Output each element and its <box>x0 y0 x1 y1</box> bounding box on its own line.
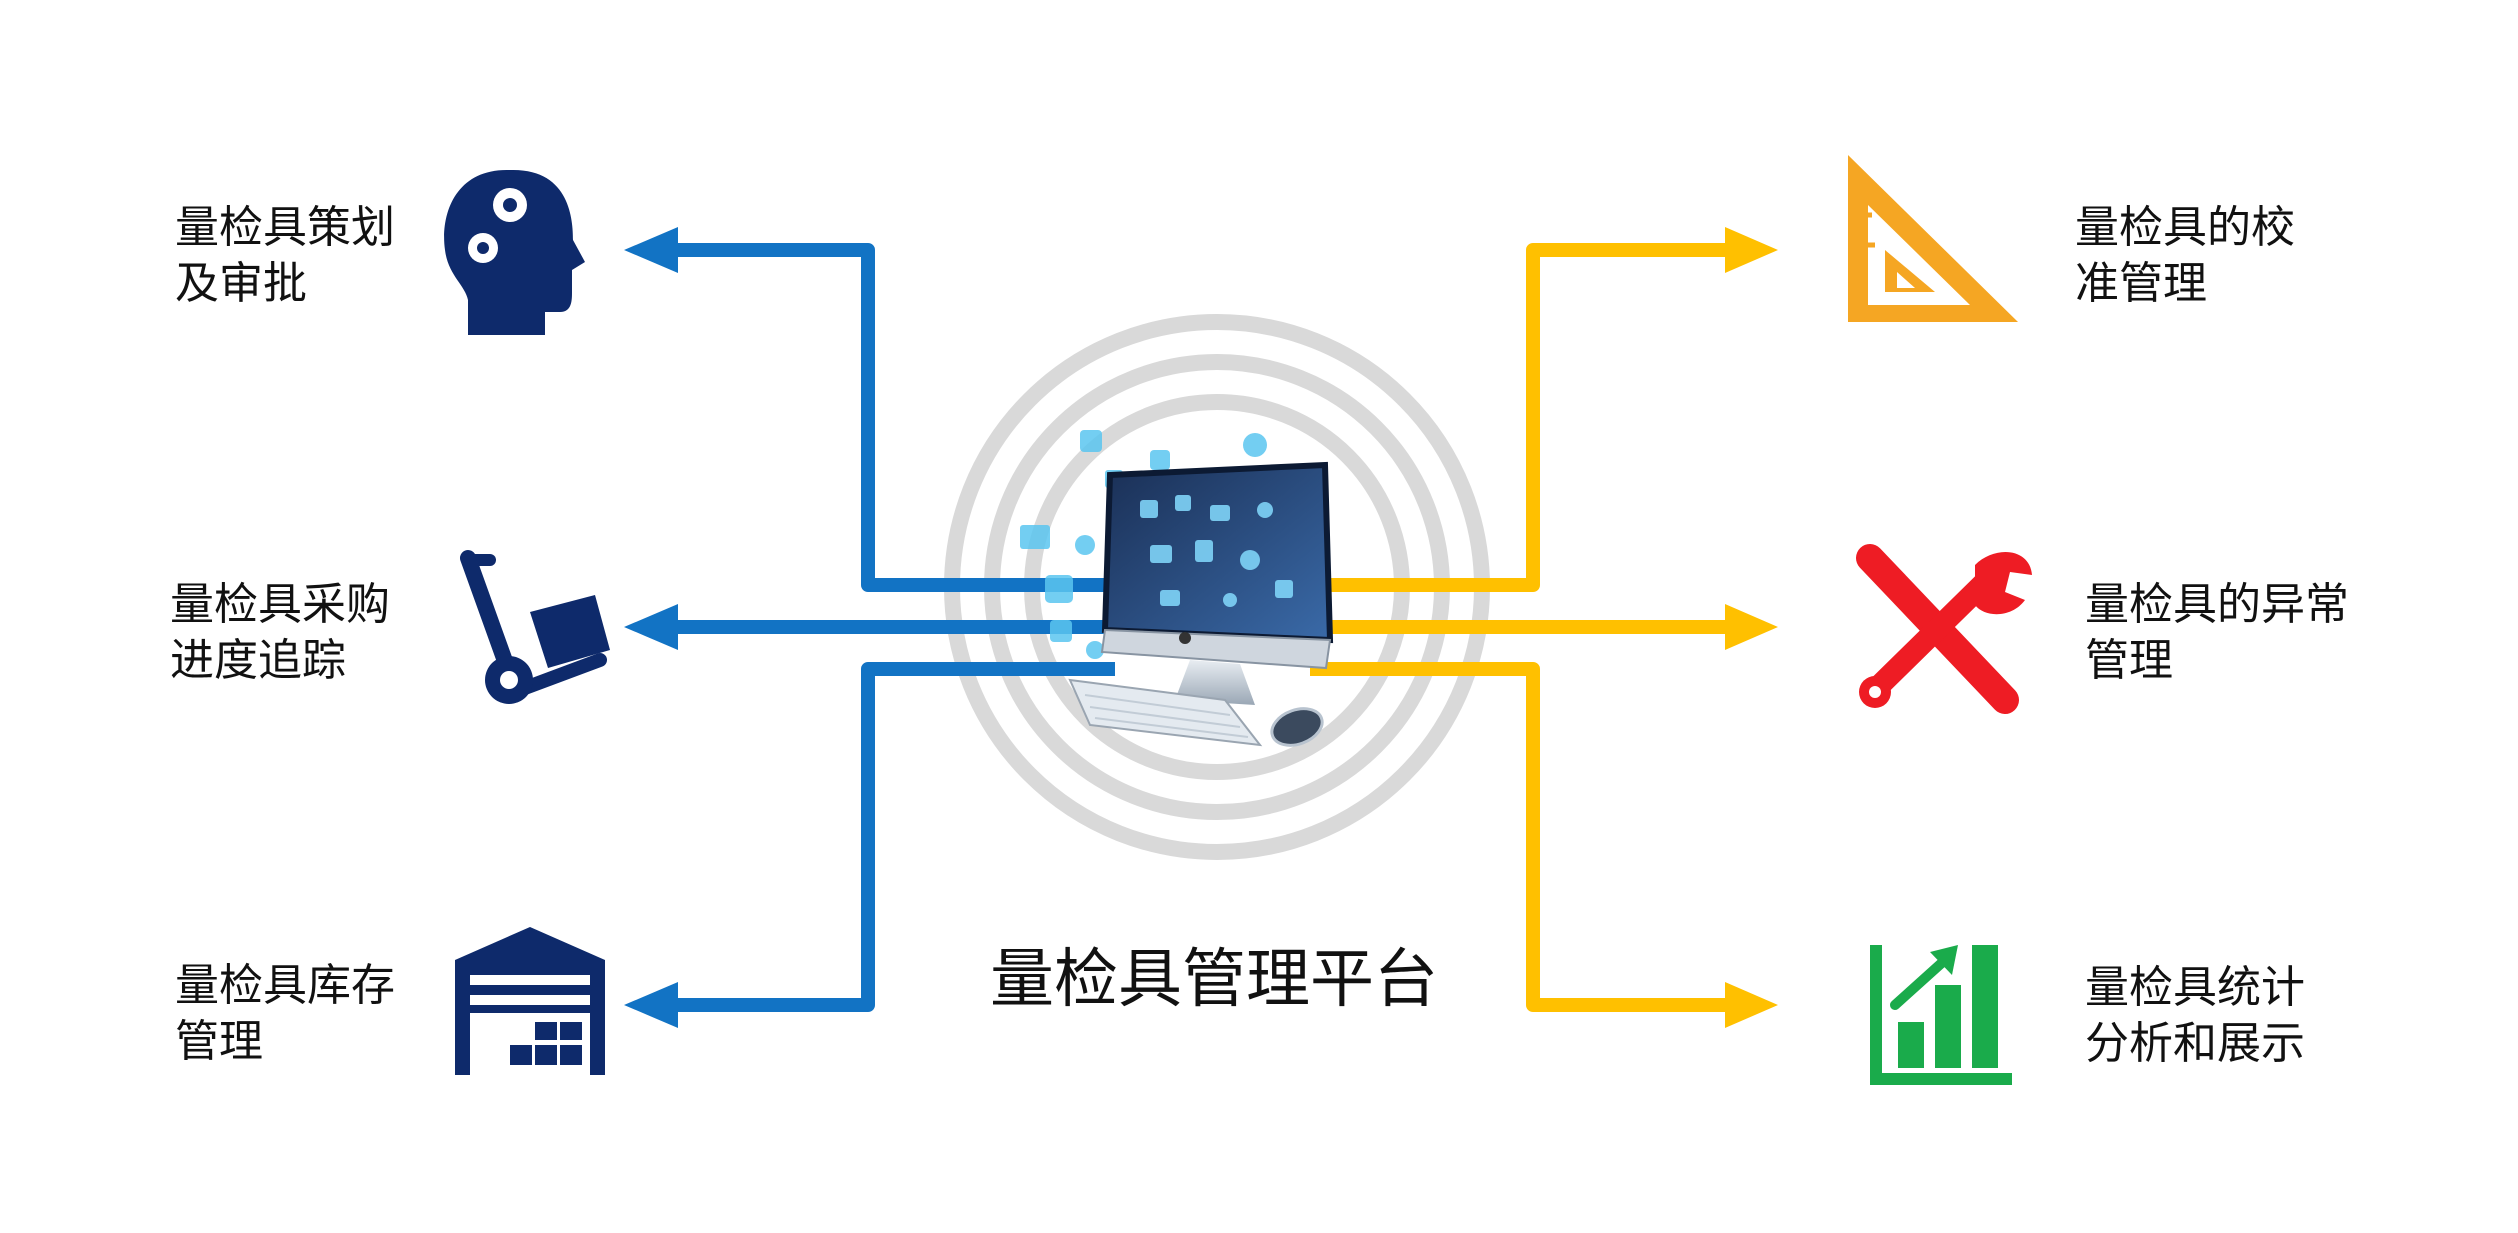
right-arrows <box>1310 243 1730 1012</box>
hand-truck-icon <box>460 550 610 704</box>
label-inventory-management: 量检具库存 管理 <box>175 958 395 1070</box>
arrowhead-purchase <box>624 604 678 650</box>
label-line: 管理 <box>2085 635 2173 686</box>
label-line: 量检具的异常 <box>2085 579 2349 630</box>
arrow-to-statistics <box>1310 662 1730 1012</box>
arrowhead-inventory <box>624 982 678 1028</box>
triangle-ruler-icon <box>1848 155 2018 322</box>
warehouse-icon <box>455 927 605 1075</box>
arrowhead-statistics <box>1725 982 1778 1028</box>
arrowhead-planning <box>624 227 678 273</box>
head-gears-icon <box>444 169 585 335</box>
keyboard <box>1068 678 1263 747</box>
arrowhead-calibration <box>1725 227 1778 273</box>
computer-illustration <box>1020 430 1334 747</box>
label-anomaly-management: 量检具的异常 管理 <box>2085 577 2349 689</box>
label-line: 量检具的校 <box>2075 202 2295 253</box>
label-line: 量检具库存 <box>175 960 395 1011</box>
label-line: 管理 <box>175 1016 263 1067</box>
label-line: 进度追踪 <box>170 635 346 686</box>
left-arrows <box>675 243 1115 1012</box>
label-line: 量检具策划 <box>175 202 395 253</box>
label-line: 量检具统计 <box>2085 962 2305 1013</box>
label-line: 及审批 <box>175 258 307 309</box>
growth-chart-icon <box>1870 945 2012 1085</box>
label-line: 分析和展示 <box>2085 1018 2305 1069</box>
wrench-screwdriver-icon <box>1856 544 2032 714</box>
platform-title: 量检具管理平台 <box>990 943 1438 1017</box>
label-purchase-tracking: 量检具采购 进度追踪 <box>170 577 390 689</box>
arrowhead-anomaly <box>1725 604 1778 650</box>
monitor-screen <box>1101 461 1334 644</box>
label-statistics-display: 量检具统计 分析和展示 <box>2085 960 2305 1072</box>
label-line: 准管理 <box>2075 258 2207 309</box>
arrow-to-planning <box>675 243 1115 592</box>
arrow-to-inventory <box>675 662 1115 1012</box>
arrow-to-calibration <box>1310 243 1730 592</box>
mouse <box>1270 707 1324 747</box>
label-calibration-management: 量检具的校 准管理 <box>2075 200 2295 312</box>
label-line: 量检具采购 <box>170 579 390 630</box>
label-planning-approval: 量检具策划 及审批 <box>175 200 395 312</box>
